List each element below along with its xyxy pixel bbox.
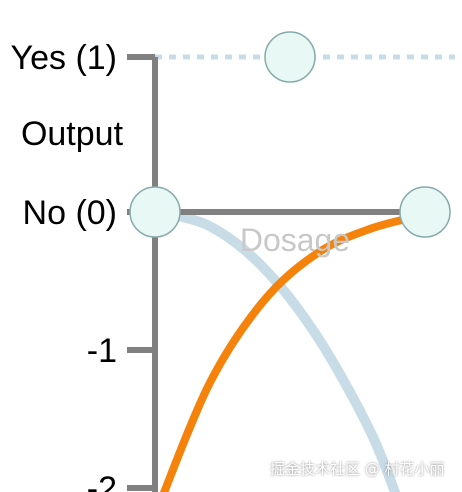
series-1-line: [150, 207, 401, 492]
y-tick-label-1: Yes (1): [11, 39, 117, 77]
y-tick-label-2: No (0): [23, 194, 117, 232]
y-axis-label: Output: [21, 115, 124, 153]
y-tick-label-3: -1: [87, 332, 117, 370]
watermark: 掘金技术社区 @ 村花小丽: [270, 460, 445, 478]
data-point-2: [264, 31, 316, 83]
x-axis-label: Dosage: [240, 222, 350, 258]
series-2-line: [159, 210, 429, 492]
y-tick-label-4: -2: [87, 470, 117, 492]
data-point-1: [129, 186, 181, 238]
data-point-3: [399, 186, 451, 238]
